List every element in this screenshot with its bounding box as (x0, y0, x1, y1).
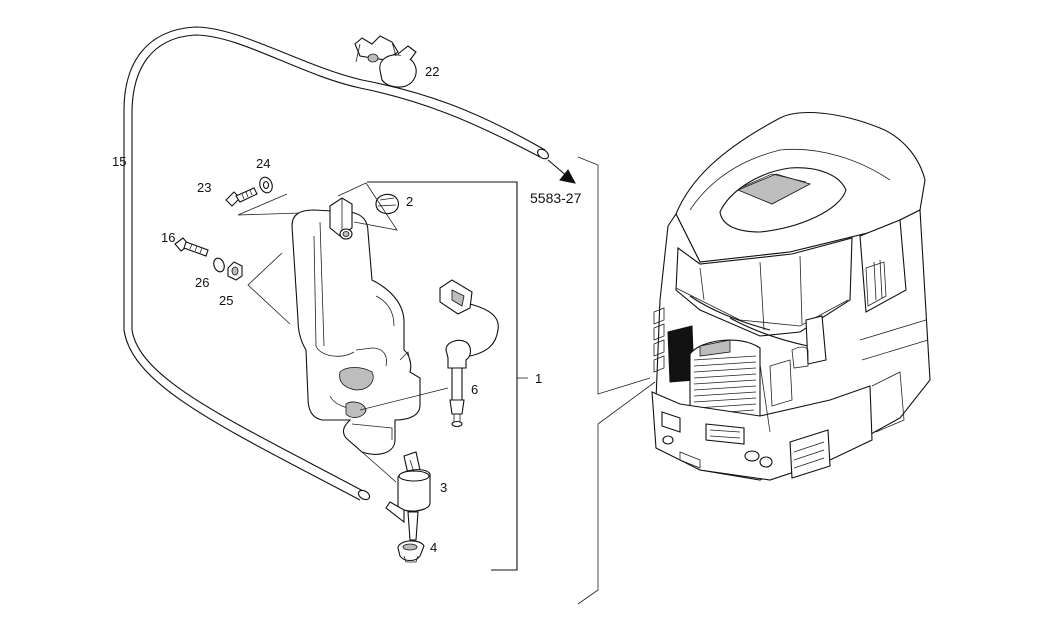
leader-sensor (359, 387, 449, 411)
callout-3: 3 (440, 480, 447, 495)
hose-clip (354, 35, 417, 88)
screw-upper (225, 187, 258, 207)
reservoir-filler-neck (329, 197, 353, 240)
leader-from-cab (577, 381, 656, 605)
arrow-to-reference (547, 159, 576, 184)
reservoir-cap (375, 193, 400, 215)
callout-26: 26 (195, 275, 209, 290)
washer-reservoir (291, 209, 421, 455)
washer-pump (385, 451, 431, 541)
callout-25: 25 (219, 293, 233, 308)
leader-lower-screw (247, 252, 291, 325)
grommet (397, 540, 425, 563)
washer-hose (123, 26, 549, 501)
washer-lower (213, 257, 225, 273)
level-sensor (439, 279, 499, 428)
nut-lower (227, 261, 243, 281)
callout-16: 16 (161, 230, 175, 245)
leader-cap (337, 182, 398, 231)
leader-pump (361, 451, 397, 483)
assembly-bracket (367, 181, 518, 571)
callout-4: 4 (430, 540, 437, 555)
truck-cab (651, 111, 931, 481)
screw-lower (174, 237, 209, 257)
callout-22: 22 (425, 64, 439, 79)
leader-to-cab (577, 156, 651, 395)
callout-1: 1 (535, 371, 542, 386)
grille-slats (693, 355, 757, 415)
reference-code: 5583-27 (530, 190, 582, 206)
callout-15: 15 (112, 154, 126, 169)
callout-24: 24 (256, 156, 270, 171)
washer-upper (259, 176, 273, 194)
callout-2: 2 (406, 194, 413, 209)
callout-6: 6 (471, 382, 478, 397)
callout-23: 23 (197, 180, 211, 195)
